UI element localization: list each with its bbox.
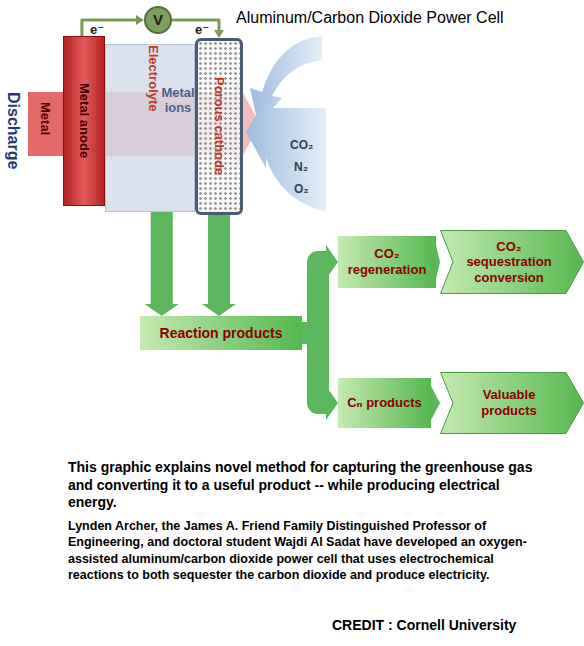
- arrowhead: [326, 245, 338, 279]
- connector-line: [151, 212, 173, 304]
- credit-text: CREDIT : Cornell University: [332, 617, 516, 633]
- electron-wire: [82, 15, 144, 36]
- node-label: Metal anode: [76, 83, 92, 158]
- anode-block: Metal anode: [63, 36, 105, 206]
- direction-label: Discharge: [4, 92, 22, 169]
- voltmeter-circle: V: [144, 6, 172, 34]
- cathode-block: Porous cathode: [195, 38, 243, 215]
- cn-products-arrow: Cₙ products: [338, 378, 431, 428]
- electron-label: e⁻: [90, 22, 104, 37]
- node-label: Electrolyte: [146, 45, 162, 111]
- gas-label: N₂: [294, 160, 308, 174]
- arrowhead: [202, 304, 236, 316]
- connector-line: [82, 20, 136, 36]
- description-text: Lynden Archer, the James A. Friend Famil…: [68, 518, 550, 583]
- electron-wire: [172, 20, 224, 38]
- electron-label: e⁻: [195, 22, 209, 37]
- node-label: Porous cathode: [211, 77, 227, 175]
- arrowhead: [431, 386, 440, 420]
- arrowhead: [214, 30, 224, 38]
- flow-arrow: [202, 215, 236, 316]
- node-label: V: [153, 11, 163, 29]
- ion-flow-label: Metal ions: [157, 86, 199, 116]
- flow-arrow: [302, 333, 338, 420]
- caption-text: This graphic explains novel method for c…: [68, 459, 550, 512]
- diagram-title: Aluminum/Carbon Dioxide Power Cell: [236, 9, 504, 27]
- regeneration-arrow: CO₂ regeneration: [338, 236, 436, 288]
- node-label: CO₂ sequestration conversion: [458, 239, 560, 286]
- connector-line: [208, 215, 230, 304]
- arrowhead: [326, 386, 338, 420]
- flow-arrow: [145, 212, 179, 316]
- flow-arrow: [302, 245, 338, 333]
- flow-arrow: [431, 386, 440, 420]
- node-label: Cₙ products: [347, 395, 422, 411]
- electrolyte-block: Electrolyte: [105, 44, 195, 212]
- node-label: Valuable products: [458, 387, 560, 418]
- arrowhead: [436, 245, 440, 279]
- arrowhead: [145, 304, 179, 316]
- reaction-products-arrow: Reaction products: [140, 316, 302, 350]
- gas-label: CO₂: [290, 138, 313, 152]
- flow-arrow: [436, 245, 440, 279]
- connector-line: [302, 333, 326, 403]
- gas-inflow-arrow: [246, 98, 326, 212]
- metal-feed-arrow: [28, 92, 63, 156]
- gas-label: O₂: [294, 182, 309, 196]
- node-label: CO₂ regeneration: [344, 246, 430, 277]
- node-label: Reaction products: [160, 325, 283, 342]
- metal-feed-label: Metal: [38, 102, 53, 135]
- sequestration-chevron: CO₂ sequestration conversion: [440, 230, 584, 294]
- arrowhead: [136, 15, 144, 25]
- valuable-products-chevron: Valuable products: [440, 372, 584, 434]
